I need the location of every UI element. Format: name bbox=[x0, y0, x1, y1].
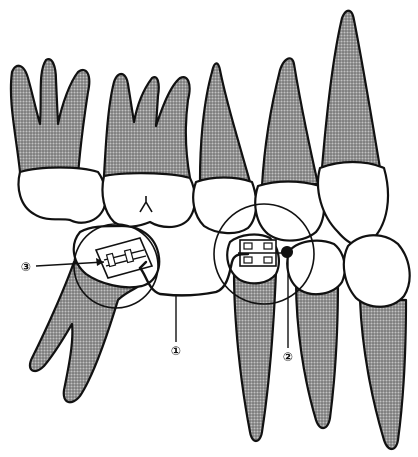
upper-canine bbox=[318, 11, 388, 246]
label-2-text: ② bbox=[283, 350, 293, 364]
label-1-text: ① bbox=[171, 344, 181, 358]
upper-molar-second bbox=[102, 74, 195, 227]
label-1: ① bbox=[171, 344, 181, 358]
label-3: ③ bbox=[21, 260, 31, 274]
lower-premolar-second bbox=[287, 241, 345, 428]
upper-molar-left bbox=[11, 59, 106, 223]
upper-premolar-second bbox=[255, 58, 324, 240]
label-2: ② bbox=[283, 350, 293, 364]
lower-canine bbox=[344, 235, 410, 449]
label-3-text: ③ bbox=[21, 260, 31, 274]
wire-end-hook bbox=[281, 246, 293, 258]
